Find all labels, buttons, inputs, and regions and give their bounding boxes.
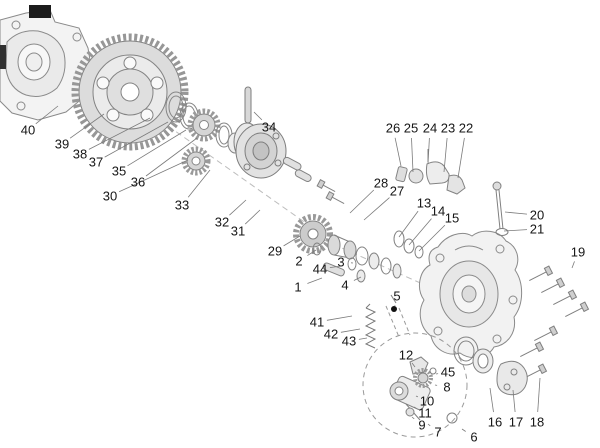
- leader-line-35: [127, 129, 187, 167]
- black-tab: [29, 5, 51, 18]
- pinion-gears: [181, 108, 221, 176]
- spring: [364, 303, 377, 349]
- bolt: [553, 289, 578, 305]
- leader-line-16: [489, 387, 494, 413]
- leader-line-42: [340, 328, 361, 333]
- leader-line-30: [118, 159, 189, 193]
- leader-line-11: [413, 406, 417, 409]
- detent-ball: [390, 294, 397, 312]
- seal-and-cover: [453, 336, 528, 396]
- leader-line-15: [418, 224, 446, 252]
- leader-line-18: [537, 377, 541, 413]
- leader-line-6: [461, 428, 466, 432]
- bolt: [520, 341, 545, 357]
- breather-parts: [395, 149, 466, 195]
- leader-line-27: [363, 197, 390, 221]
- leader-line-39: [69, 113, 105, 139]
- cover-bolts: [520, 265, 590, 379]
- leader-line-19: [571, 261, 575, 269]
- leader-line-9: [411, 416, 415, 420]
- leader-line-36: [145, 137, 198, 177]
- leader-line-12: [411, 362, 416, 368]
- leader-line-25: [411, 137, 414, 173]
- linkage-parts: [282, 156, 345, 204]
- dipstick: [492, 181, 509, 236]
- leader-line-4: [353, 276, 362, 281]
- leader-line-21: [503, 229, 528, 232]
- assembly-axis: [167, 125, 437, 291]
- hub-assembly: [233, 122, 287, 179]
- bolt: [529, 265, 554, 281]
- leader-line-33: [187, 169, 211, 198]
- screw: [316, 179, 336, 192]
- leader-line-31: [244, 209, 261, 225]
- oil-pump-parts: [389, 356, 458, 424]
- leader-line-41: [326, 315, 353, 321]
- leader-line-32: [229, 199, 247, 216]
- leader-line-44: [329, 265, 342, 268]
- leader-line-38: [88, 117, 151, 150]
- pin: [244, 86, 252, 124]
- leader-line-13: [398, 210, 419, 238]
- screw: [325, 191, 345, 204]
- leader-line-20: [504, 211, 528, 215]
- shaft-small-parts: [312, 242, 366, 283]
- gear-stack: [293, 214, 424, 279]
- bolt: [534, 325, 559, 341]
- detail-circle: [362, 305, 468, 438]
- leader-line-1: [307, 277, 323, 284]
- leader-line-22: [457, 137, 465, 179]
- leader-line-14: [408, 218, 432, 246]
- gearbox-cover: [418, 230, 523, 359]
- leader-lines: [35, 105, 575, 432]
- leader-line-2: [307, 249, 317, 256]
- bolt: [565, 301, 590, 317]
- leader-line-10: [415, 395, 419, 398]
- bolt: [541, 277, 566, 293]
- leader-line-29: [283, 235, 301, 247]
- leader-line-17: [512, 389, 516, 413]
- leader-line-34: [253, 111, 263, 121]
- leader-line-28: [349, 189, 375, 214]
- leader-line-7: [427, 423, 431, 427]
- leader-line-43: [358, 337, 368, 340]
- leader-line-37: [104, 121, 169, 158]
- leader-line-26: [394, 137, 402, 167]
- ring-gear: [71, 33, 189, 151]
- leader-line-24: [427, 137, 430, 165]
- leader-line-23: [443, 137, 448, 173]
- shim-rings: [165, 91, 199, 130]
- crankcase-fragment: [0, 5, 93, 121]
- leader-line-40: [35, 105, 59, 125]
